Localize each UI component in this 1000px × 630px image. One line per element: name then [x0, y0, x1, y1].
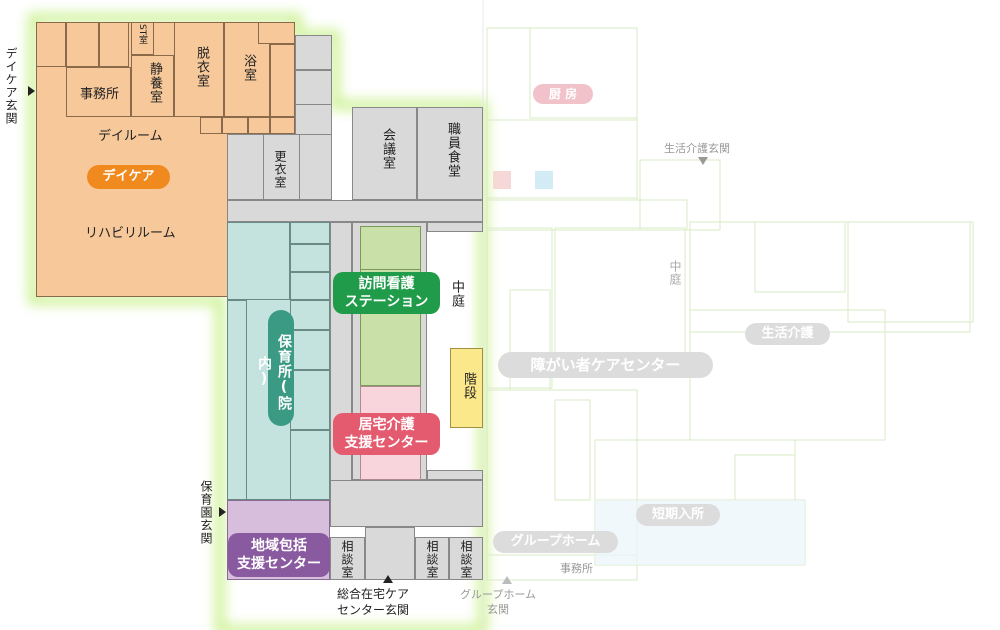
houmon-kango-room-top	[360, 226, 421, 270]
hoikusho-room-2	[290, 222, 330, 244]
kaigi-room	[352, 107, 417, 200]
chiiki-houkatsu-badge[interactable]: 地域包括 支援センター	[228, 533, 330, 577]
room-small-2	[66, 22, 99, 67]
room-small-6	[200, 117, 222, 134]
soudan-room-1-label: 相談室	[340, 540, 354, 579]
seikatsu-kaigo-badge: 生活介護	[745, 323, 830, 345]
room-small-8	[248, 117, 270, 134]
shokuin-shokudo-label: 職員食堂	[445, 122, 460, 178]
rehab-room-label: リハビリルーム	[85, 226, 176, 241]
corridor-inner-east-b	[427, 470, 483, 480]
yoku-room-label: 浴室	[241, 54, 256, 82]
right-nakaniwa-label: 中庭	[668, 260, 682, 286]
soudan-room-3	[449, 537, 483, 580]
room-small-4	[258, 22, 295, 44]
hoikusho-room-3	[290, 244, 330, 272]
sougou-zaitaku-entrance-label: 総合在宅ケア センター玄関	[337, 587, 410, 617]
room-small-9	[270, 117, 295, 134]
sougou-zaitaku-entrance-arrow	[383, 575, 393, 583]
corridor-entrance	[365, 527, 415, 580]
hoikusho-room-6	[290, 300, 330, 330]
day-room-label: デイルーム	[98, 129, 163, 144]
group-home-entrance-label: グループホーム 玄関	[460, 588, 537, 616]
hoikuen-entrance-label: 保育園玄関	[199, 480, 213, 545]
hoikuen-entrance-arrow	[219, 507, 226, 517]
hoikusho-room-4	[290, 272, 330, 300]
kaii-room	[263, 134, 300, 200]
kaidan-label: 階段	[461, 372, 476, 400]
soudan-room-2-label: 相談室	[425, 540, 439, 579]
tanki-nyusho-badge: 短期入所	[636, 504, 720, 526]
room-small-3	[99, 22, 129, 67]
room-small-5	[270, 44, 295, 117]
st-room-label: ST室	[137, 24, 147, 45]
houmon-kango-badge[interactable]: 訪問看護 ステーション	[333, 272, 440, 314]
soudan-room-3-label: 相談室	[459, 540, 473, 579]
kaii-room-label: 更衣室	[273, 150, 287, 189]
shokuin-shokudo	[417, 107, 483, 200]
corridor-south	[330, 480, 483, 527]
seiyo-room-label: 静養室	[147, 62, 162, 104]
day-care-entrance-label: デイケア玄関	[4, 47, 18, 125]
room-small-1	[36, 22, 66, 67]
shougai-center-badge: 障がい者ケアセンター	[498, 352, 713, 378]
seiyo-room	[131, 55, 174, 117]
st-room	[131, 22, 154, 55]
hoikusho-room-1	[227, 222, 290, 300]
day-care-badge[interactable]: デイケア	[87, 165, 170, 189]
right-jimusho-label: 事務所	[560, 562, 593, 575]
datsui-room-label: 脱衣室	[194, 46, 209, 88]
corridor-inner-east	[427, 222, 483, 232]
jimusho-room	[66, 67, 131, 117]
hoikusho-badge[interactable]: 保育所(院内)	[256, 310, 294, 426]
kaigi-room-label: 会議室	[380, 128, 395, 170]
jimusho-label: 事務所	[80, 87, 120, 102]
group-home-entrance-arrow	[502, 576, 512, 584]
datsui-room	[174, 22, 224, 117]
room-grey-b	[295, 70, 332, 105]
group-home-badge: グループホーム	[493, 531, 618, 553]
day-care-entrance-arrow	[28, 86, 35, 96]
hoikusho-room-7	[290, 330, 330, 370]
seikatsu-kaigo-entrance-label: 生活介護玄関	[664, 142, 730, 155]
kaidan-room	[450, 348, 483, 428]
nakaniwa-label: 中庭	[449, 280, 464, 308]
seikatsu-kaigo-entrance-arrow	[698, 157, 708, 165]
hoikusho-room-5	[227, 300, 247, 500]
room-grey-a	[295, 35, 332, 70]
soudan-room-2	[415, 537, 449, 580]
hoikusho-room-9	[290, 430, 330, 500]
hoikusho-room-8	[290, 370, 330, 430]
kitchen-badge: 厨 房	[533, 84, 593, 104]
kyotaku-kaigo-badge[interactable]: 居宅介護 支援センター	[333, 413, 440, 455]
soudan-room-1	[330, 537, 365, 580]
corridor-main	[227, 200, 483, 222]
room-small-7	[222, 117, 248, 134]
